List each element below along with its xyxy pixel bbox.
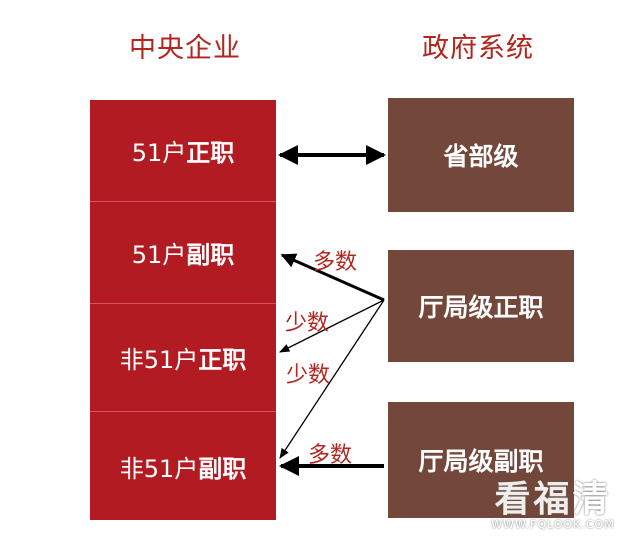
left-cell-non51-deputy: 非51户副职 (90, 412, 276, 520)
left-cell-prefix: 非51户 (119, 346, 199, 374)
arrow-bureau-principal-to-non51-deputy (279, 299, 385, 459)
watermark-logo: 看福清 WWW.FQLOOK.COM (478, 470, 628, 531)
left-cell-strong: 副职 (198, 454, 247, 483)
watermark-url-text: WWW.FQLOOK.COM (491, 518, 615, 531)
left-cell-prefix: 非51户 (119, 454, 199, 483)
label-majority-upper: 多数 (313, 250, 358, 275)
left-cell-strong: 正职 (198, 346, 247, 374)
left-cell-prefix: 51户 (131, 241, 187, 269)
label-few-lower: 少数 (286, 363, 331, 388)
label-few-upper: 少数 (285, 311, 330, 336)
watermark-main-text: 看福清 (494, 479, 612, 520)
arrow-bureau-principal-to-non51-principal (279, 299, 385, 353)
left-cell-strong: 副职 (186, 241, 235, 269)
left-cell-51-principal: 51户正职 (90, 100, 276, 202)
heading-government-system: 政府系统 (422, 33, 534, 64)
left-cell-prefix: 51户 (131, 139, 187, 167)
arrow-bureau-principal-to-51-deputy (280, 253, 385, 302)
left-cell-strong: 正职 (186, 139, 235, 167)
heading-central-enterprises: 中央企业 (129, 33, 241, 64)
left-cell-non51-principal: 非51户正职 (90, 304, 276, 412)
right-box-bureau-deputy: 厅局级副职 (388, 402, 574, 518)
left-cell-51-deputy: 51户副职 (90, 202, 276, 304)
label-majority-lower: 多数 (308, 443, 353, 468)
central-enterprise-column: 51户正职 51户副职 非51户正职 非51户副职 (90, 100, 276, 520)
right-box-provincial-ministerial: 省部级 (388, 98, 574, 212)
right-box-bureau-principal: 厅局级正职 (388, 250, 574, 362)
